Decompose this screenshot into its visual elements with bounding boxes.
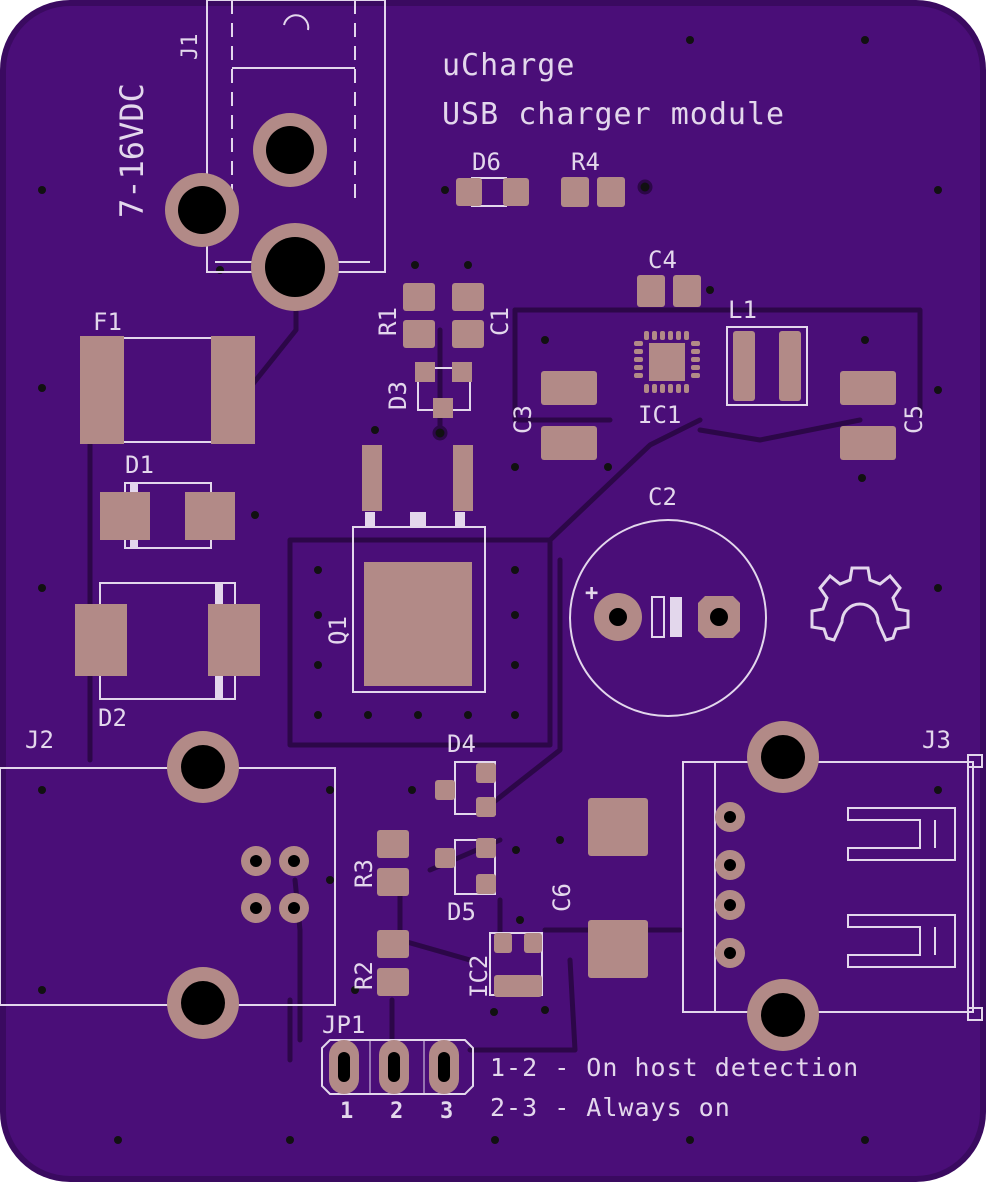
label-j2: J2: [25, 726, 54, 754]
board-title: uCharge: [442, 48, 575, 83]
label-ic2: IC2: [465, 955, 493, 998]
d1-diode: [100, 482, 235, 549]
j2-connector: [0, 731, 336, 1039]
label-d3: D3: [384, 381, 412, 410]
label-d5: D5: [447, 898, 476, 926]
c2-polarity-mark: +: [585, 581, 598, 606]
j1-barrel-jack: [165, 0, 386, 311]
input-voltage-label: 7-16VDC: [113, 83, 151, 218]
label-ic1: IC1: [638, 401, 681, 429]
label-r2: R2: [350, 961, 378, 990]
j3-usb-connector: [682, 721, 983, 1051]
f1-fuse: [80, 336, 255, 444]
label-r4: R4: [571, 148, 600, 176]
ic2-chip: [489, 932, 543, 997]
copper-traces: [87, 297, 923, 1063]
q1-transistor: [352, 445, 486, 693]
label-jp1: JP1: [322, 1011, 365, 1039]
label-c6: C6: [548, 883, 576, 912]
label-f1: F1: [93, 308, 122, 336]
jp1-jumper-header: [321, 1039, 474, 1095]
label-d4: D4: [447, 730, 476, 758]
l1-inductor: [726, 326, 808, 406]
r1-resistor: [403, 283, 435, 348]
label-l1: L1: [728, 296, 757, 324]
label-r1: R1: [374, 307, 402, 336]
jp1-pin-3-label: 3: [440, 1099, 453, 1124]
c1-capacitor: [452, 283, 484, 348]
c5-capacitor: [840, 371, 896, 460]
label-q1: Q1: [324, 616, 352, 645]
label-d1: D1: [125, 451, 154, 479]
jp1-pin-2-label: 2: [390, 1099, 403, 1124]
c4-capacitor: [637, 275, 701, 307]
r2-resistor: [377, 930, 409, 996]
c3-capacitor: [541, 371, 597, 460]
label-r3: R3: [350, 859, 378, 888]
c6-capacitor: [588, 798, 648, 978]
board-surface: [6, 6, 980, 1176]
d2-diode: [75, 582, 260, 700]
d5-diode: [435, 838, 496, 895]
d3-diode: [415, 362, 472, 441]
d4-diode: [435, 761, 496, 817]
r4-resistor: [561, 177, 653, 207]
via-group: [38, 36, 942, 1144]
jumper-note-1: 1-2 - On host detection: [490, 1053, 859, 1082]
label-c3: C3: [509, 405, 537, 434]
r3-resistor: [377, 830, 409, 896]
ic1-chip: [634, 331, 700, 393]
label-c4: C4: [648, 246, 677, 274]
label-j1: J1: [178, 34, 203, 61]
board-subtitle: USB charger module: [442, 97, 785, 132]
label-d2: D2: [98, 704, 127, 732]
label-c2: C2: [648, 483, 677, 511]
open-hardware-gear-icon: [810, 566, 910, 642]
label-j3: J3: [922, 726, 951, 754]
label-c1: C1: [486, 307, 514, 336]
label-d6: D6: [472, 148, 501, 176]
jumper-note-2: 2-3 - Always on: [490, 1093, 731, 1122]
jp1-pin-1-label: 1: [340, 1099, 353, 1124]
c2-electrolytic-capacitor: [569, 519, 767, 717]
label-c5: C5: [900, 405, 928, 434]
d6-led: [456, 177, 529, 207]
